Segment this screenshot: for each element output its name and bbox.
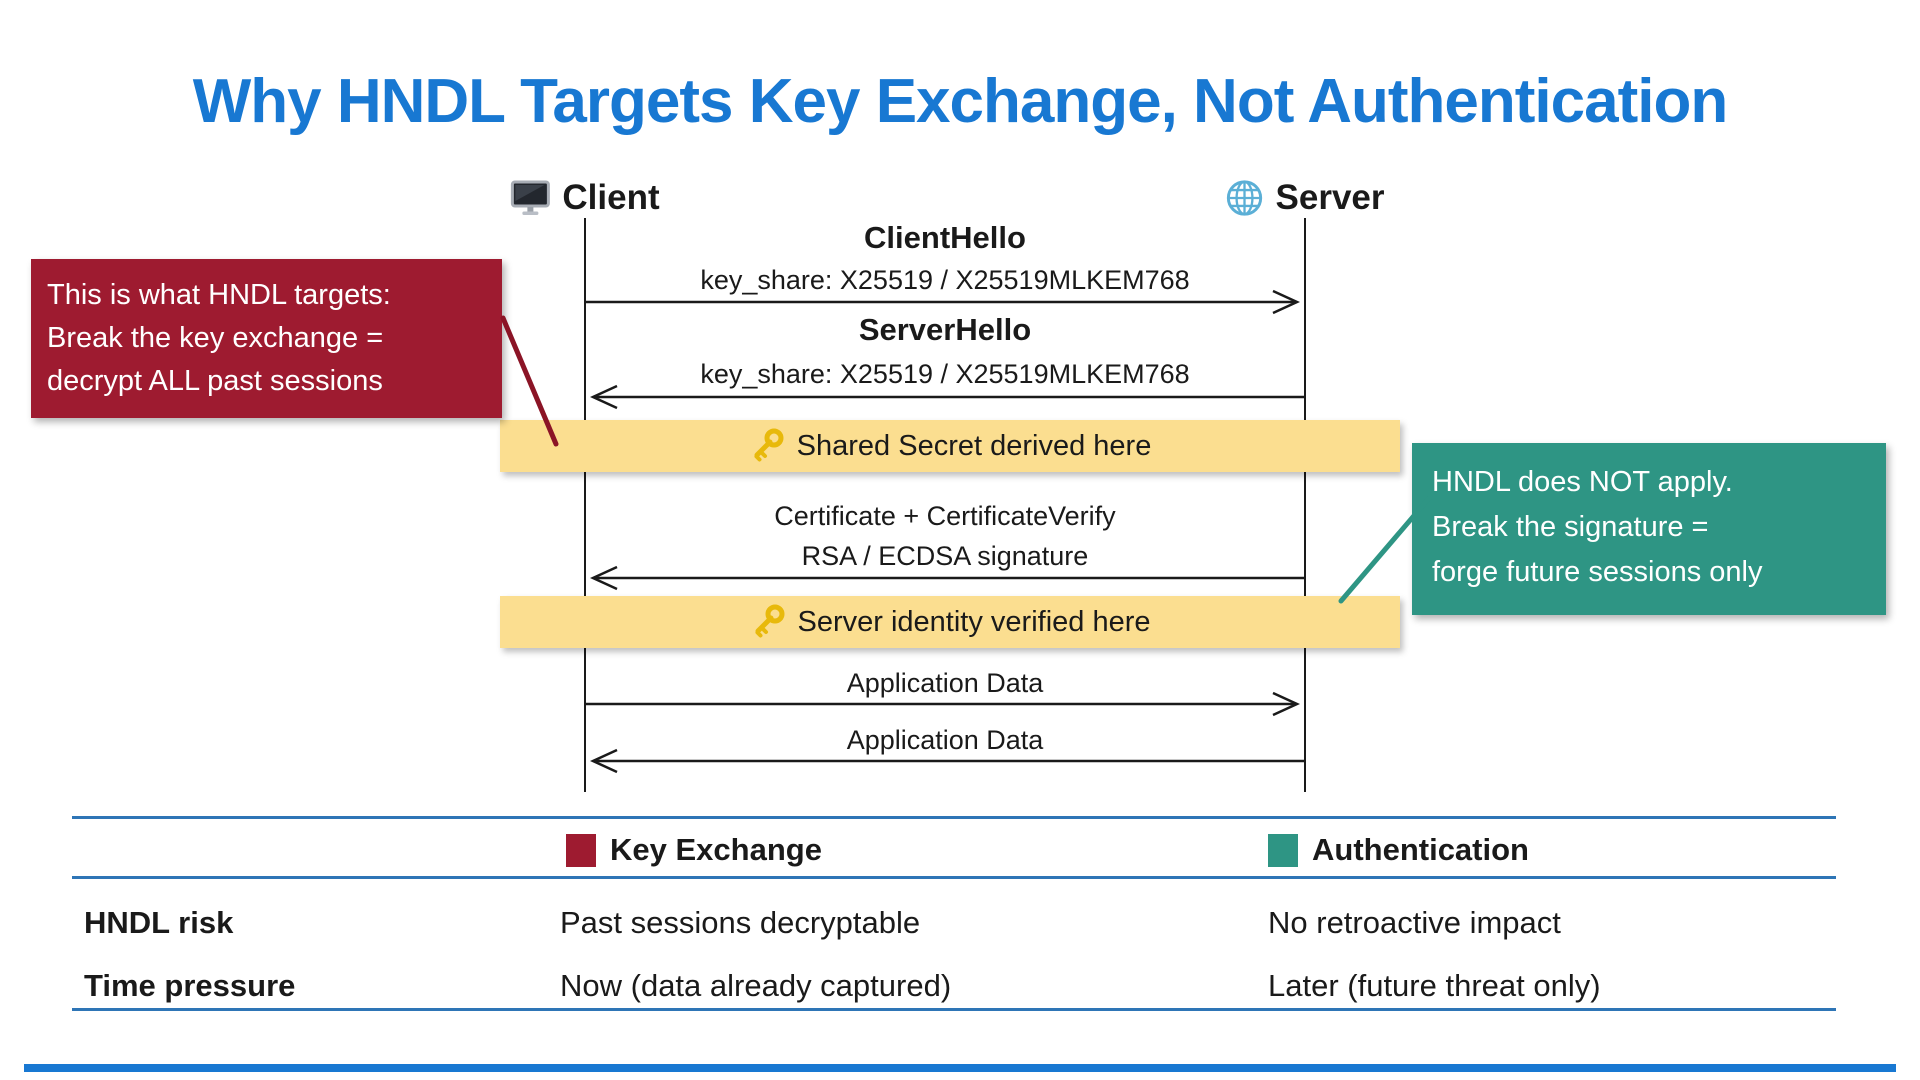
page-title: Why HNDL Targets Key Exchange, Not Authe… xyxy=(192,67,1728,136)
cell-time-pressure-key-exchange: Now (data already captured) xyxy=(560,968,952,1003)
callout-hndl-not-apply: HNDL does NOT apply. Break the signature… xyxy=(1412,443,1886,615)
table-divider-top xyxy=(72,816,1836,819)
highlight-label: Server identity verified here xyxy=(797,605,1151,638)
cell-hndl-risk-key-exchange: Past sessions decryptable xyxy=(560,905,921,940)
monitor-icon xyxy=(510,180,550,215)
actor-server: Server xyxy=(1226,178,1385,218)
callout-hndl-target: This is what HNDL targets: Break the key… xyxy=(31,259,502,418)
key-icon xyxy=(755,604,784,638)
globe-icon xyxy=(1226,180,1263,216)
callout-line: This is what HNDL targets: xyxy=(47,279,391,311)
cell-time-pressure-authentication: Later (future threat only) xyxy=(1268,968,1601,1003)
row-label-time-pressure: Time pressure xyxy=(84,968,296,1003)
message-serverhello-title: ServerHello xyxy=(858,312,1032,347)
legend-key-exchange: Key Exchange xyxy=(566,830,822,870)
callout-line: Break the signature = xyxy=(1432,511,1709,543)
actor-label-server: Server xyxy=(1275,178,1385,217)
callout-line: decrypt ALL past sessions xyxy=(47,365,383,397)
key-icon xyxy=(754,428,784,462)
actor-client: Client xyxy=(510,178,660,218)
footer-accent-bar xyxy=(24,1064,1896,1072)
legend-label: Authentication xyxy=(1312,832,1529,867)
cell-hndl-risk-authentication: No retroactive impact xyxy=(1268,905,1561,940)
highlight-server-identity: Server identity verified here xyxy=(500,596,1400,648)
legend-authentication: Authentication xyxy=(1268,830,1529,870)
message-appdata-2: Application Data xyxy=(846,725,1044,755)
message-appdata-1: Application Data xyxy=(846,668,1044,698)
actor-label-client: Client xyxy=(562,178,660,217)
callout-line: forge future sessions only xyxy=(1432,556,1763,588)
table-divider-bottom xyxy=(72,1008,1836,1011)
message-serverhello-detail: key_share: X25519 / X25519MLKEM768 xyxy=(700,359,1190,389)
callout-line: Break the key exchange = xyxy=(47,322,384,354)
message-certificate-detail: RSA / ECDSA signature xyxy=(801,541,1089,571)
message-clienthello-title: ClientHello xyxy=(864,220,1026,255)
row-label-hndl-risk: HNDL risk xyxy=(84,905,234,940)
highlight-label: Shared Secret derived here xyxy=(796,429,1152,462)
key-exchange-swatch-icon xyxy=(566,833,596,867)
authentication-swatch-icon xyxy=(1268,833,1298,867)
legend-label: Key Exchange xyxy=(610,832,822,867)
callout-line: HNDL does NOT apply. xyxy=(1432,466,1733,498)
highlight-shared-secret: Shared Secret derived here xyxy=(500,420,1400,472)
message-clienthello-detail: key_share: X25519 / X25519MLKEM768 xyxy=(700,265,1190,295)
message-certificate-title: Certificate + CertificateVerify xyxy=(774,501,1116,531)
table-divider-header xyxy=(72,876,1836,879)
